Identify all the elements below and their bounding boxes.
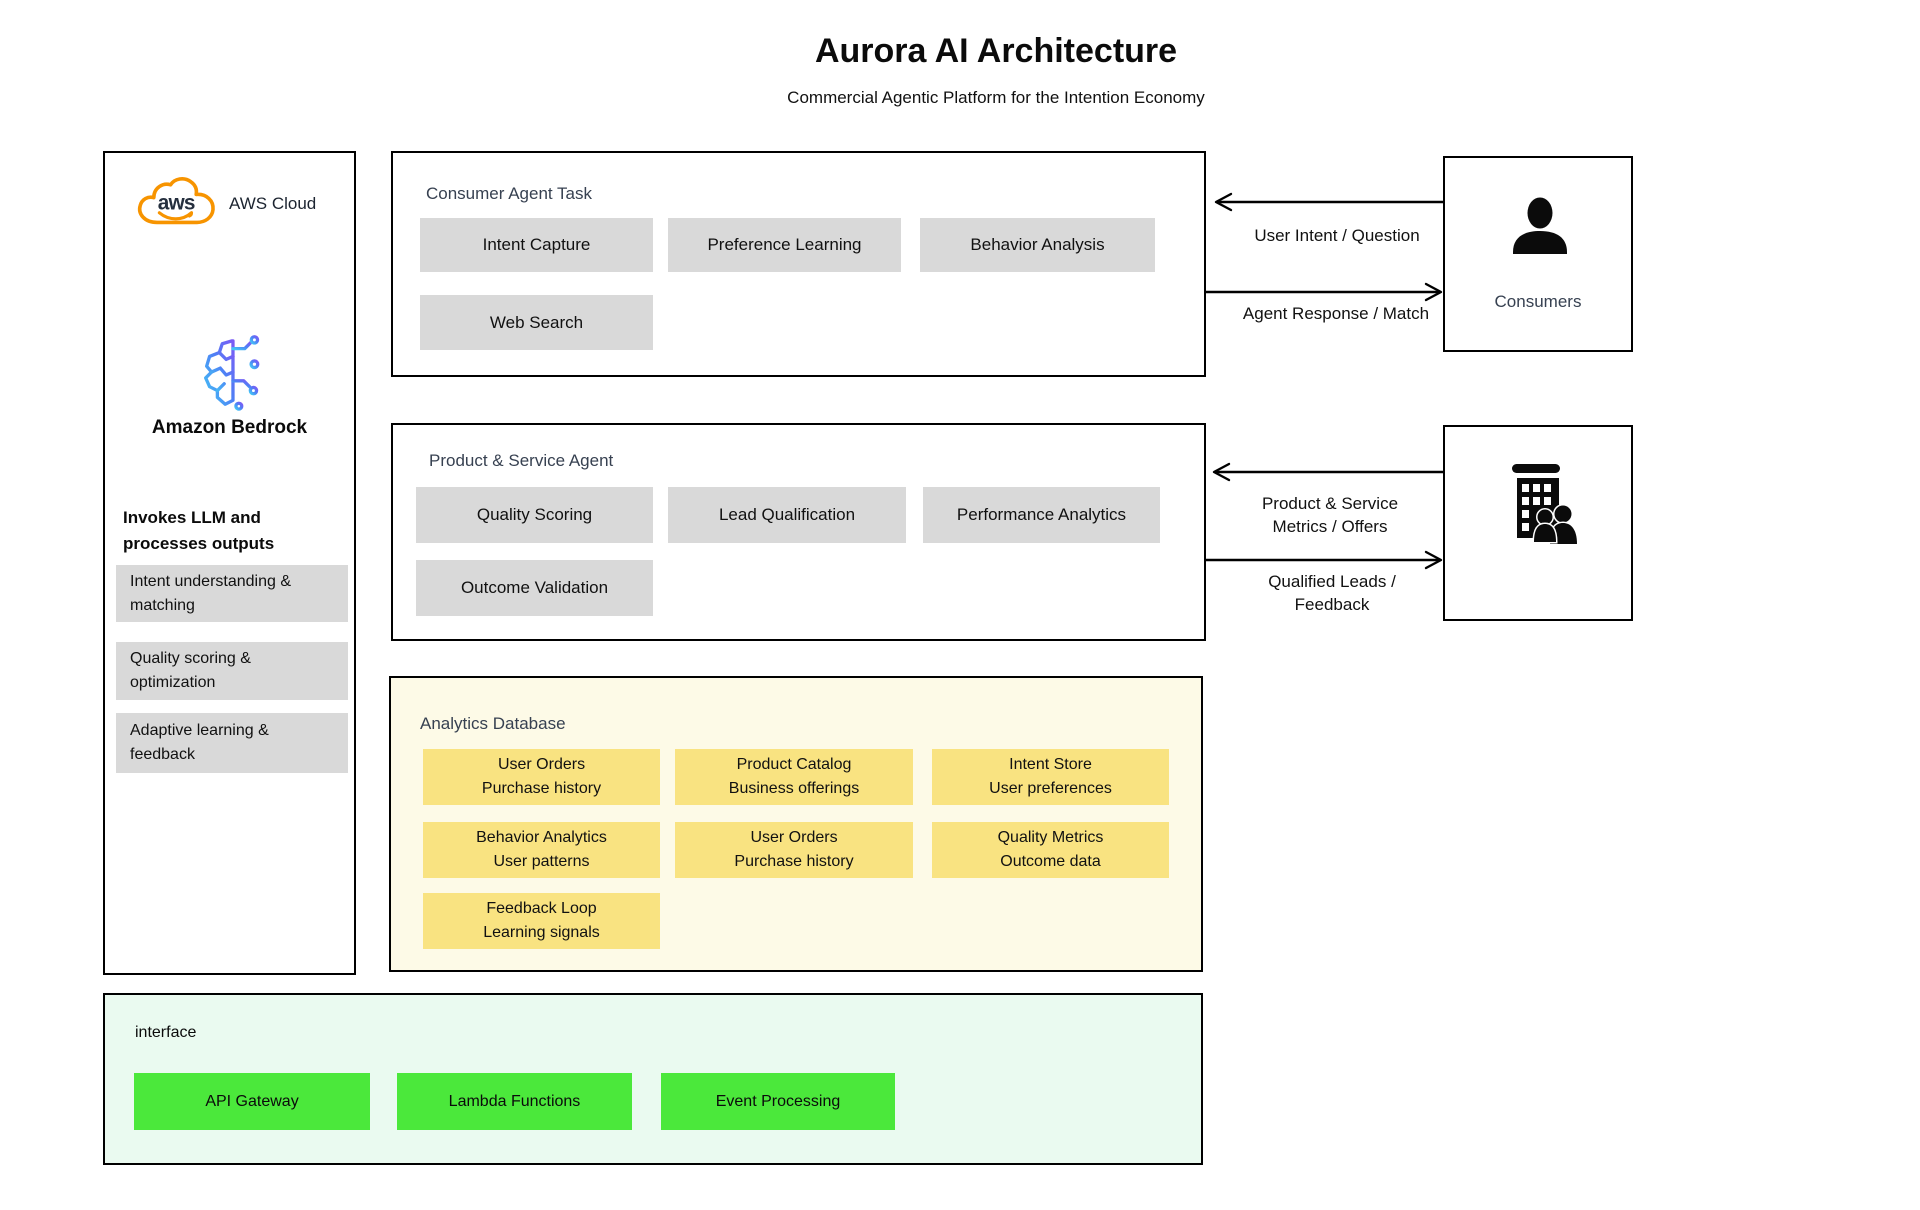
store-subtitle: Purchase history (481, 780, 602, 797)
store-chip: Behavior Analytics User patterns (423, 822, 660, 878)
aws-cloud-panel: aws AWS Cloud (103, 151, 356, 975)
task-chip-outcome-validation: Outcome Validation (416, 560, 653, 616)
store-title: Quality Metrics (997, 829, 1104, 846)
interface-box: interface API Gateway Lambda Functions E… (103, 993, 1203, 1165)
task-chip-web-search: Web Search (420, 295, 653, 350)
product-agent-box: Product & Service Agent Quality Scoring … (391, 423, 1206, 641)
store-chip: Intent Store User preferences (932, 749, 1169, 805)
analytics-title: Analytics Database (420, 714, 566, 733)
flow-label-line: Qualified Leads / (1268, 572, 1396, 591)
store-title: User Orders (497, 756, 586, 773)
aws-cloud-label: AWS Cloud (229, 194, 317, 213)
arrow-metrics-offers (1212, 462, 1445, 482)
arrow-agent-response (1204, 282, 1443, 302)
task-chip-quality-scoring: Quality Scoring (416, 487, 653, 543)
task-chip-intent-capture: Intent Capture (420, 218, 653, 272)
store-subtitle: Outcome data (1000, 853, 1101, 870)
store-chip: User Orders Purchase history (675, 822, 913, 878)
analytics-database-box: Analytics Database User Orders Purchase … (389, 676, 1203, 972)
arrow-user-intent (1214, 192, 1445, 212)
task-chip-preference-learning: Preference Learning (668, 218, 901, 272)
store-title: Behavior Analytics (476, 829, 607, 846)
store-chip: Feedback Loop Learning signals (423, 893, 660, 949)
store-subtitle: Business offerings (728, 780, 860, 797)
flow-label-line: Metrics / Offers (1272, 517, 1388, 536)
bedrock-description: Invokes LLM and processes outputs (123, 508, 275, 553)
service-chip-event-processing: Event Processing (661, 1073, 895, 1130)
consumers-box: Consumers (1443, 156, 1633, 352)
store-subtitle: Purchase history (734, 853, 854, 870)
page-subtitle: Commercial Agentic Platform for the Inte… (787, 88, 1205, 107)
consumers-label: Consumers (1494, 292, 1582, 311)
store-title: Product Catalog (736, 756, 852, 773)
store-title: Intent Store (1009, 756, 1092, 773)
bedrock-output-chip: Quality scoring & optimization (116, 642, 348, 700)
service-chip-api-gateway: API Gateway (134, 1073, 370, 1130)
store-title: User Orders (750, 829, 838, 846)
flow-label-line: Product & Service (1261, 494, 1399, 513)
aws-logo-text: aws (158, 192, 195, 215)
businesses-box (1443, 425, 1633, 621)
aws-cloud-icon: aws (137, 177, 215, 225)
business-icon (1512, 464, 1579, 546)
flow-label-metrics-offers: Product & Service Metrics / Offers (1210, 492, 1450, 538)
task-chip-lead-qualification: Lead Qualification (668, 487, 906, 543)
store-chip: Product Catalog Business offerings (675, 749, 913, 805)
store-chip: Quality Metrics Outcome data (932, 822, 1169, 878)
bedrock-output-chip: Adaptive learning & feedback (116, 713, 348, 773)
service-chip-lambda-functions: Lambda Functions (397, 1073, 632, 1130)
product-agent-title: Product & Service Agent (429, 451, 614, 470)
bedrock-output-chip: Intent understanding & matching (116, 565, 348, 622)
page-title: Aurora AI Architecture (814, 32, 1178, 70)
store-subtitle: User preferences (989, 780, 1112, 797)
flow-label-line: Feedback (1294, 595, 1370, 614)
flow-label-user-intent: User Intent / Question (1254, 226, 1420, 245)
flow-label-agent-response: Agent Response / Match (1242, 304, 1430, 323)
interface-title: interface (135, 1024, 197, 1041)
bedrock-label: Amazon Bedrock (151, 417, 308, 438)
person-icon (1513, 197, 1567, 254)
task-chip-performance-analytics: Performance Analytics (923, 487, 1160, 543)
amazon-bedrock-icon (204, 335, 260, 411)
consumer-agent-box: Consumer Agent Task Intent Capture Prefe… (391, 151, 1206, 377)
store-subtitle: User patterns (493, 853, 590, 870)
store-chip: User Orders Purchase history (423, 749, 660, 805)
task-chip-behavior-analysis: Behavior Analysis (920, 218, 1155, 272)
arrow-qualified-leads (1204, 550, 1443, 570)
consumer-agent-title: Consumer Agent Task (426, 184, 592, 203)
store-subtitle: Learning signals (483, 924, 600, 941)
store-title: Feedback Loop (486, 900, 597, 917)
flow-label-qualified-leads: Qualified Leads / Feedback (1212, 570, 1452, 616)
